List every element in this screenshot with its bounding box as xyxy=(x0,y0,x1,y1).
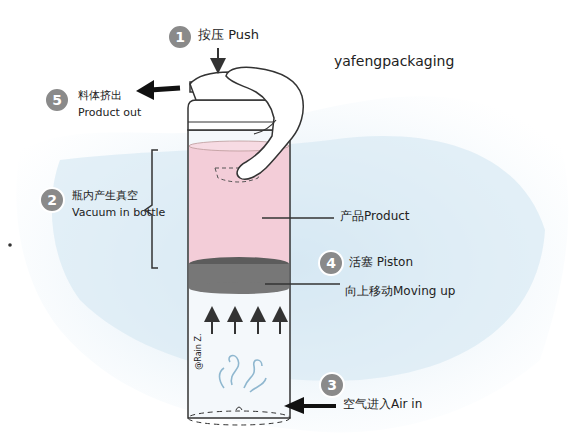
air-in-arrow xyxy=(284,397,304,414)
callout-number: 3 xyxy=(327,377,337,393)
callout-circle: 3 xyxy=(319,372,345,398)
hand xyxy=(226,67,303,179)
part-label: 空气进入Air in xyxy=(343,398,422,412)
push-arrow xyxy=(217,48,219,66)
callout-circle: 1 xyxy=(167,24,193,50)
part-label: 向上移动Moving up xyxy=(345,285,455,299)
watermark: yafengpackaging xyxy=(334,53,454,69)
part-label: 按压 Push xyxy=(198,28,259,43)
callout-number: 4 xyxy=(326,255,336,271)
part-label: 活塞 Piston xyxy=(349,256,413,270)
callout-number: 1 xyxy=(175,29,185,45)
callout-number: 2 xyxy=(47,192,57,208)
watercolor-ground xyxy=(52,136,545,381)
product-out-arrow xyxy=(136,80,154,100)
part-label: 料体挤出 xyxy=(78,90,122,103)
part-label: 产品Product xyxy=(340,210,410,224)
part-label: Product out xyxy=(78,107,141,120)
signature: @Rain Z. xyxy=(194,334,203,370)
part-label: 瓶内产生真空 xyxy=(72,190,138,203)
part-label: Vacuum in bottle xyxy=(72,207,165,220)
callout-circle: 5 xyxy=(44,87,70,113)
leader-line xyxy=(262,217,334,218)
watercolor-ground xyxy=(16,96,568,432)
callout-circle: 2 xyxy=(39,187,65,213)
leader-line xyxy=(265,283,340,284)
product-fill xyxy=(189,146,289,264)
callout-circle: 4 xyxy=(318,250,344,276)
callout-number: 5 xyxy=(52,92,62,108)
